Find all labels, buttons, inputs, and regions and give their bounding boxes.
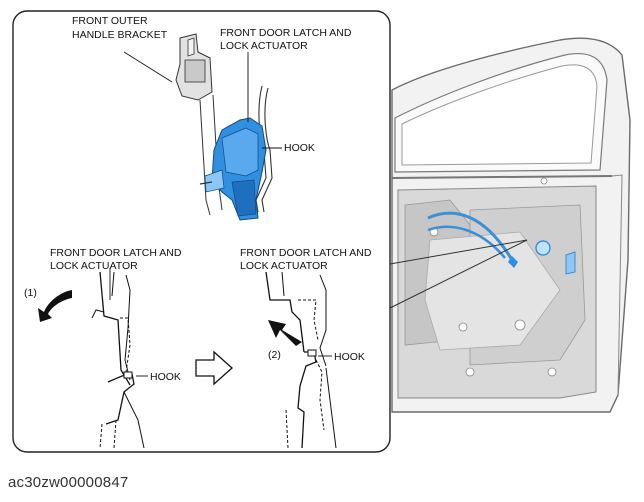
push-arrow-right [268, 320, 302, 346]
label-latch-actuator-top-1: FRONT DOOR LATCH AND [220, 27, 352, 39]
label-step-1: (1) [24, 287, 37, 299]
label-step-2: (2) [268, 349, 281, 361]
label-latch-actuator-top-2: LOCK ACTUATOR [220, 40, 308, 52]
label-latch-actuator-right-1: FRONT DOOR LATCH AND [240, 247, 372, 259]
label-latch-actuator-left-1: FRONT DOOR LATCH AND [50, 247, 182, 259]
label-outer-handle-bracket-1: FRONT OUTER [72, 15, 148, 27]
figure-code: ac30zw00000847 [8, 474, 129, 491]
label-latch-actuator-left-2: LOCK ACTUATOR [50, 260, 138, 272]
label-hook-top: HOOK [284, 142, 315, 154]
label-hook-right: HOOK [334, 351, 365, 363]
next-step-arrow [195, 350, 233, 386]
step-2-drawing [265, 271, 337, 449]
rotate-arrow-left [38, 290, 72, 322]
step-1-drawing [91, 271, 145, 449]
latch-actuator-drawing [199, 85, 273, 221]
label-latch-actuator-right-2: LOCK ACTUATOR [240, 260, 328, 272]
handle-bracket-drawing [175, 33, 223, 216]
label-hook-left: HOOK [150, 371, 181, 383]
label-outer-handle-bracket-2: HANDLE BRACKET [72, 29, 168, 41]
door-illustration [389, 37, 631, 413]
